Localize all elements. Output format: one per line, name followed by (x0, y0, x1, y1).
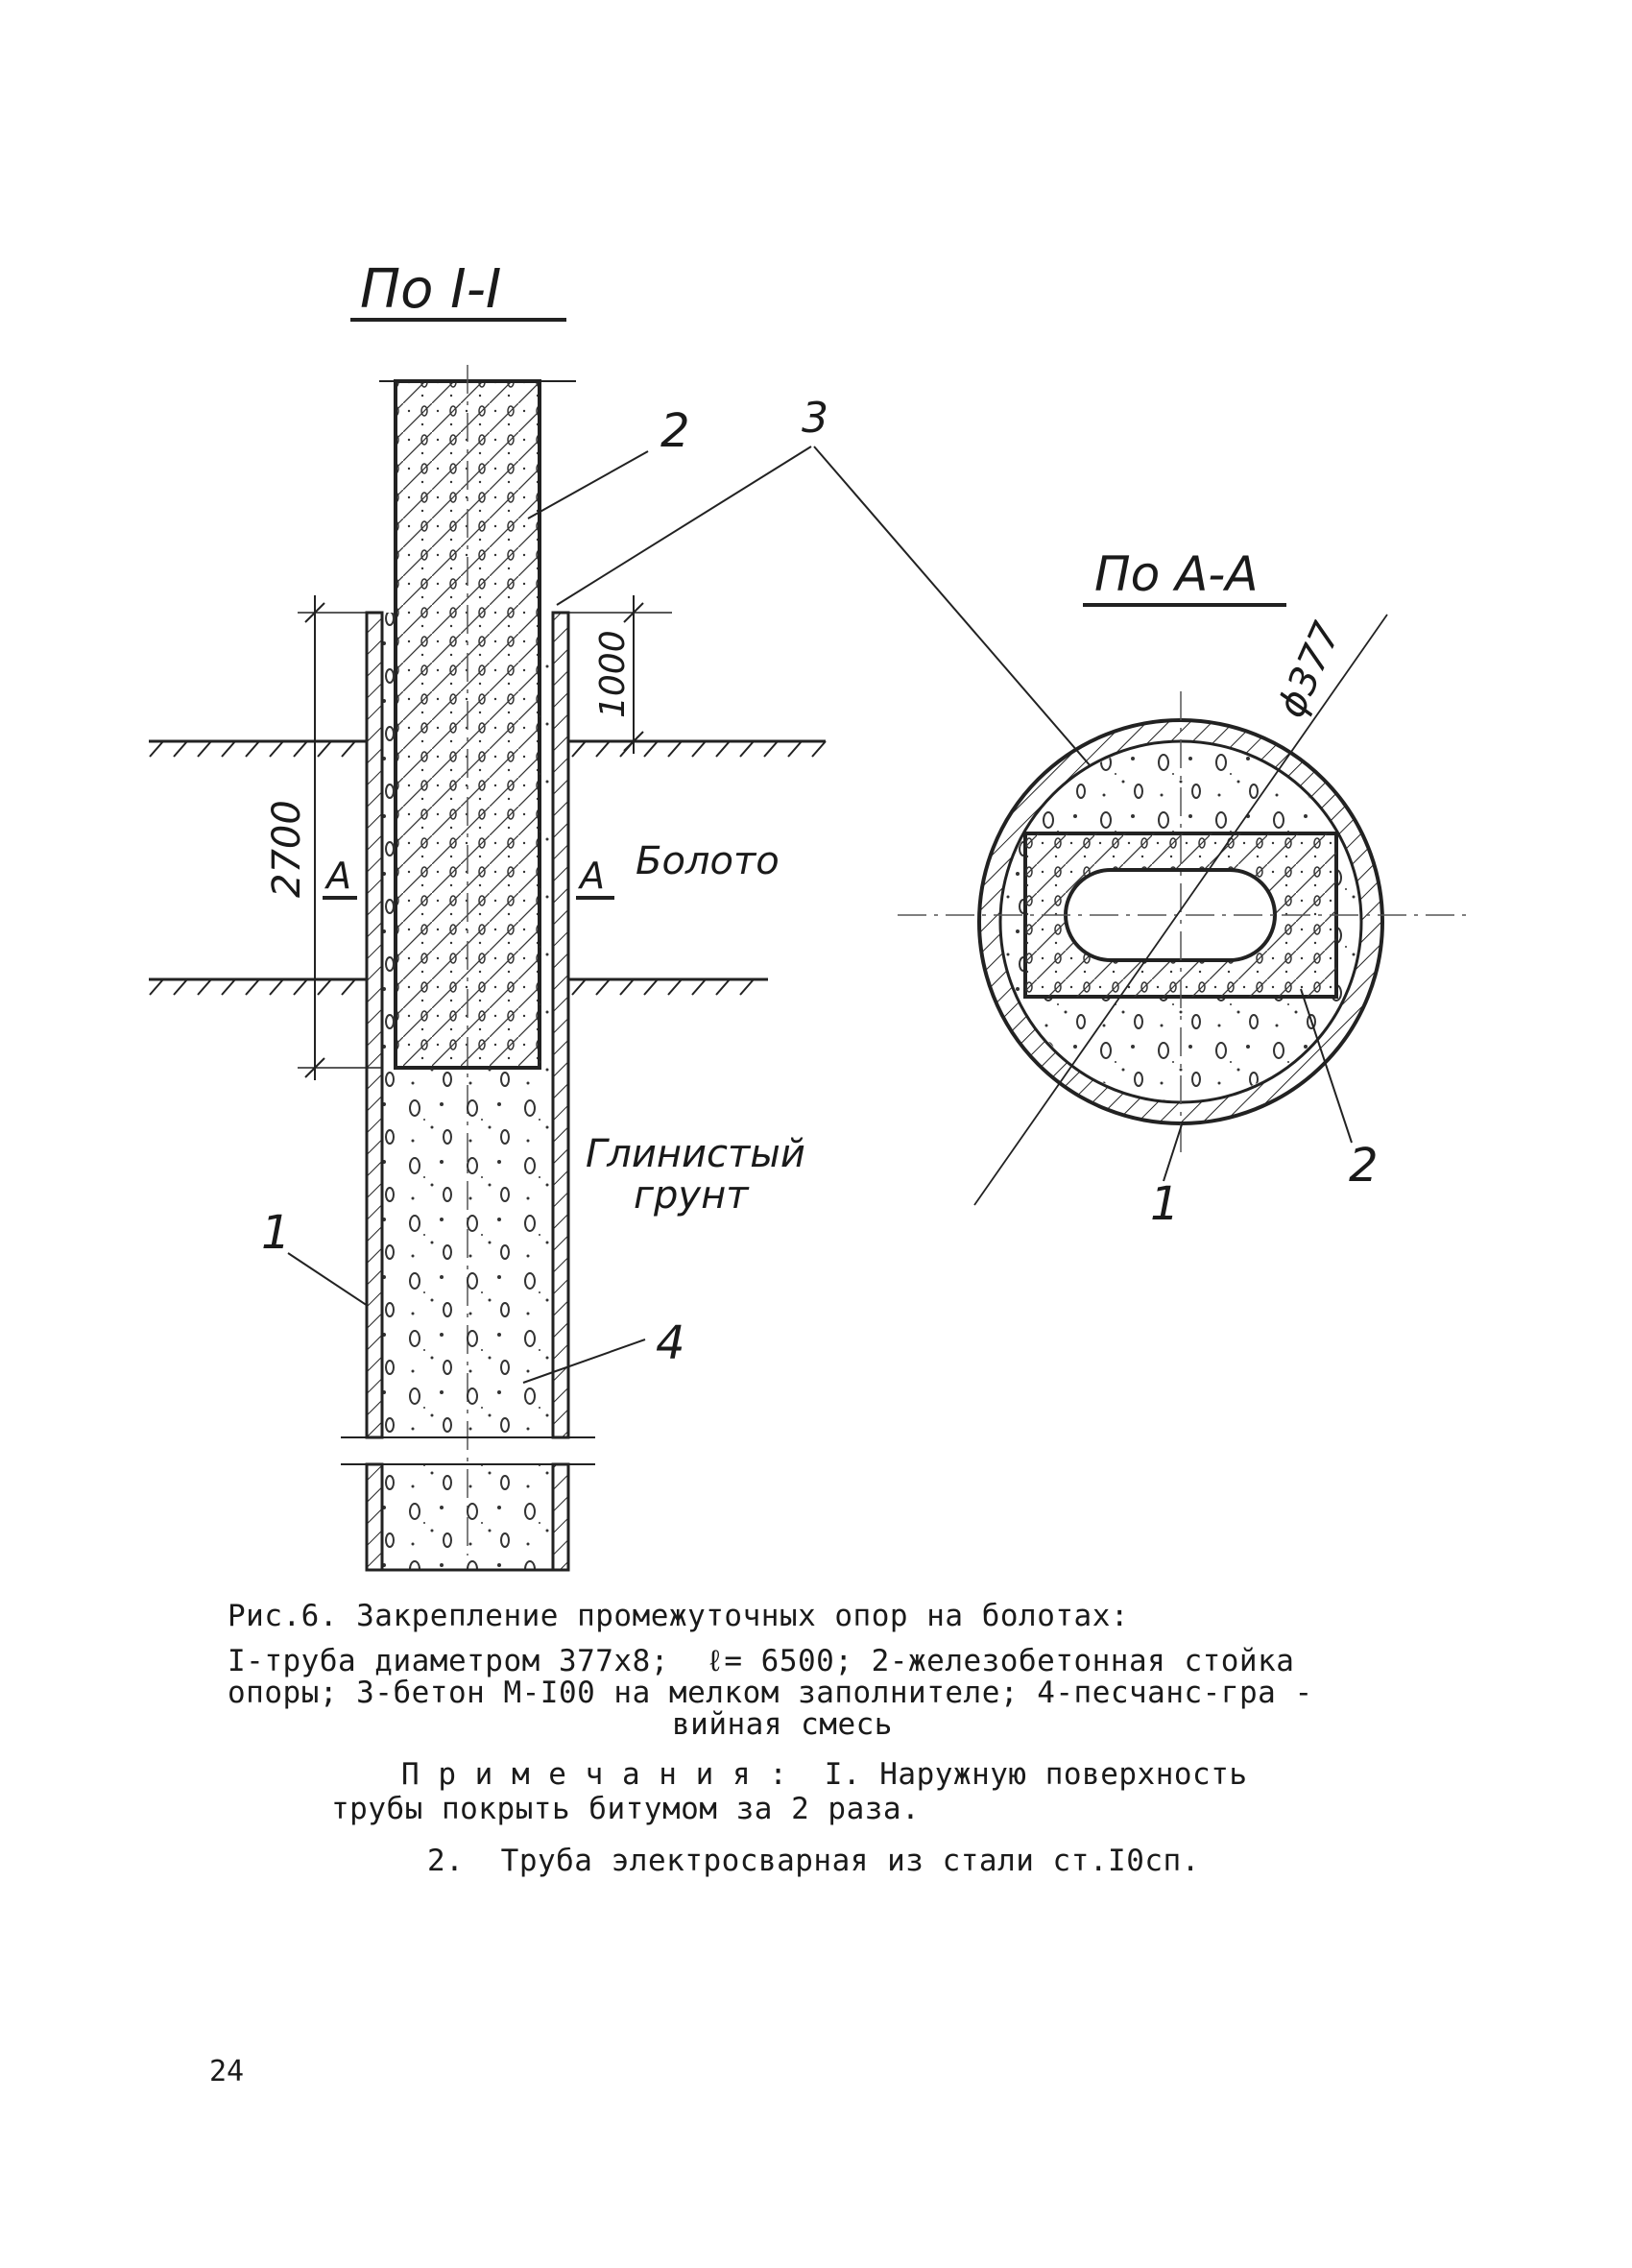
leader-4 (522, 1339, 646, 1384)
section-a-a: По А-А ϕ377 1 2 (898, 546, 1469, 1231)
sand-gravel-mix-upper (382, 1068, 553, 1437)
sand-gravel-mix-lower (382, 1464, 553, 1570)
clay-label-line2: грунт (634, 1173, 750, 1218)
callout-4: 4 (656, 1316, 685, 1370)
callout-1-right: 1 (1150, 1177, 1180, 1231)
dimension-2700: 2700 (265, 595, 382, 1080)
section-mark-a-left: A (324, 855, 351, 897)
notes-line1: П р и м е ч а н и я : I. Наружную поверх… (401, 1757, 1248, 1792)
leader-3-right (813, 446, 1110, 788)
concrete-fill-right (540, 613, 553, 1068)
leader-2-left (527, 450, 649, 519)
notes-line2: трубы покрыть битумом за 2 раза. (331, 1792, 921, 1826)
pipe-wall-right-lower (551, 1462, 570, 1572)
leader-1-left (287, 1252, 369, 1307)
callout-2-left: 2 (660, 404, 690, 458)
clay-label-line1: Глинистый (586, 1132, 805, 1176)
concrete-fill-left (382, 613, 396, 1068)
leader-1-right (1163, 1121, 1184, 1182)
section-right-title: По А-А (1094, 546, 1259, 602)
swamp-label: Болото (636, 839, 780, 883)
pipe-wall-left-lower (365, 1462, 384, 1572)
figure-caption-title: Рис.6. Закрепление промежуточных опор на… (228, 1599, 1130, 1633)
leader-3-left (556, 446, 812, 606)
callout-3: 3 (802, 394, 828, 443)
pipe-wall-right (551, 611, 570, 1439)
callout-1-left: 1 (261, 1206, 291, 1260)
diameter-line (973, 614, 1388, 1206)
swamp-bottom-line (149, 977, 768, 996)
leader-2-right (1300, 988, 1353, 1144)
dim-1000-label: 1000 (593, 630, 633, 718)
figure-caption-line1: I-труба диаметром 377x8; ℓ= 6500; 2-желе… (228, 1644, 1295, 1678)
dim-2700-label: 2700 (265, 800, 309, 898)
section-i-i: По I-I (149, 258, 1110, 1572)
ground-surface (149, 739, 827, 758)
notes-line3: 2. Труба электросварная из стали ст.I0сп… (427, 1844, 1200, 1878)
technical-drawing: По I-I (149, 258, 1469, 1572)
dimension-1000: 1000 (568, 595, 672, 754)
figure-caption-line3: вийная смесь (672, 1707, 893, 1742)
diameter-label: ϕ377 (1269, 615, 1350, 724)
page-number: 24 (209, 2055, 245, 2088)
callout-2-right: 2 (1349, 1139, 1379, 1193)
figure-caption-line2: опоры; 3-бетон М-I00 на мелком заполните… (228, 1676, 1313, 1710)
pipe-wall-left (365, 611, 384, 1439)
section-left-title: По I-I (360, 258, 501, 321)
section-mark-a-right: A (577, 855, 605, 897)
